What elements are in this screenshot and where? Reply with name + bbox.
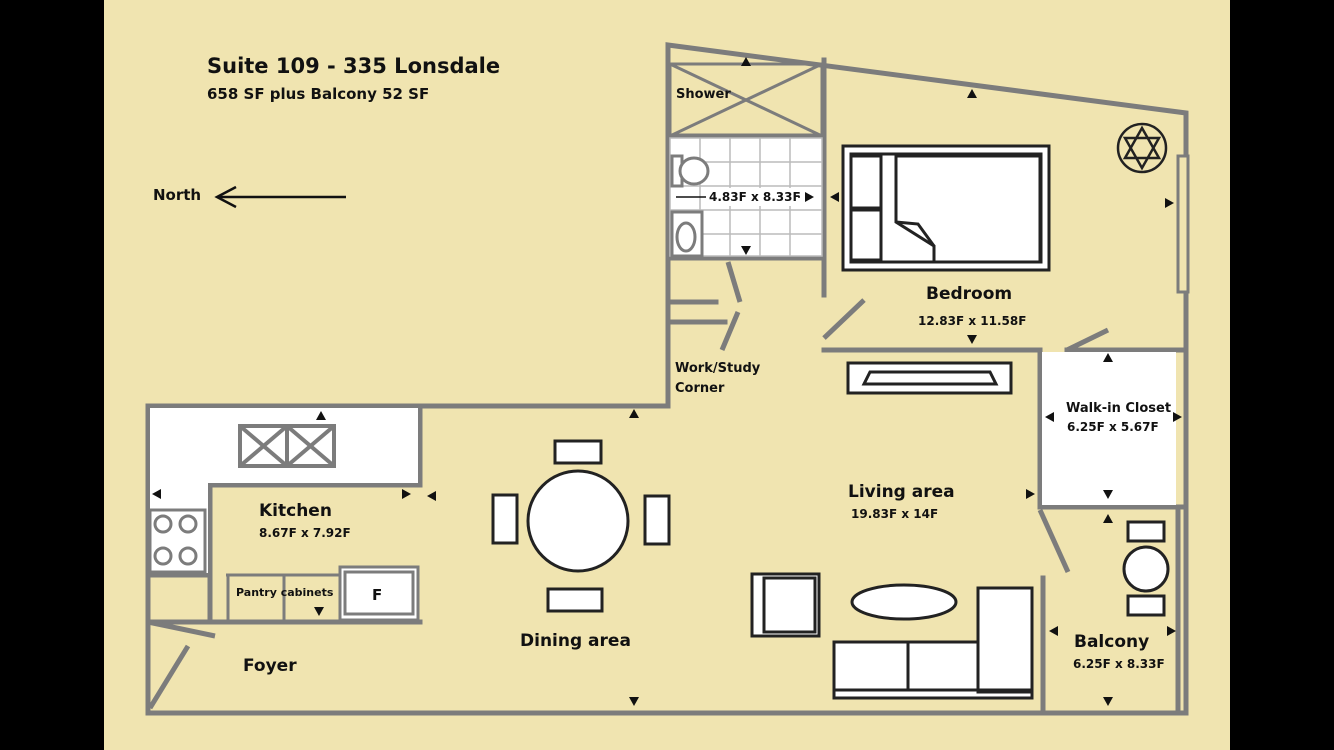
armchair-icon [750,572,821,638]
plan-title: Suite 109 - 335 Lonsdale [207,54,500,78]
bed-icon [841,144,1051,272]
pantry-cabinets-icon [226,573,340,620]
north-label: North [153,186,201,204]
kitchen-sink-icon [238,424,336,468]
stove-icon [148,508,207,574]
exterior-wall [145,42,1189,716]
ceiling-fan-icon [1116,122,1168,174]
dining-table-icon [491,439,671,613]
bedroom-label: Bedroom [926,284,1012,304]
sink-icon [670,210,704,258]
dining-label: Dining area [520,631,631,651]
closet-dimensions: 6.25F x 5.67F [1067,420,1159,434]
fridge-label: F [372,586,382,604]
balcony-label: Balcony [1074,632,1149,652]
balcony-dimensions: 6.25F x 8.33F [1073,657,1165,671]
pantry-label: Pantry cabinets [236,586,334,599]
tv-console-icon [846,361,1013,395]
work-study-label-line1: Work/Study [675,361,761,376]
bathroom-dimensions: 4.83F x 8.33F [709,190,801,204]
plan-subtitle: 658 SF plus Balcony 52 SF [207,85,429,103]
coffee-table-icon [850,583,958,621]
fridge-icon [338,565,420,622]
balcony-table-icon [1122,520,1170,617]
living-label: Living area [848,482,955,502]
left-letterbox [0,0,104,750]
toilet-icon [670,154,710,188]
shower-label: Shower [676,87,731,102]
right-letterbox [1230,0,1334,750]
closet-label: Walk-in Closet [1066,401,1171,416]
work-study-label-line2: Corner [675,381,725,396]
sofa-icon [832,586,1034,700]
kitchen-dimensions: 8.67F x 7.92F [259,526,351,540]
view-markers [152,57,1182,706]
kitchen-label: Kitchen [259,501,332,521]
foyer-label: Foyer [243,656,297,676]
north-arrow-icon [214,185,346,209]
bedroom-window [1176,154,1190,294]
living-dimensions: 19.83F x 14F [851,507,938,521]
bedroom-dimensions: 12.83F x 11.58F [918,314,1026,328]
